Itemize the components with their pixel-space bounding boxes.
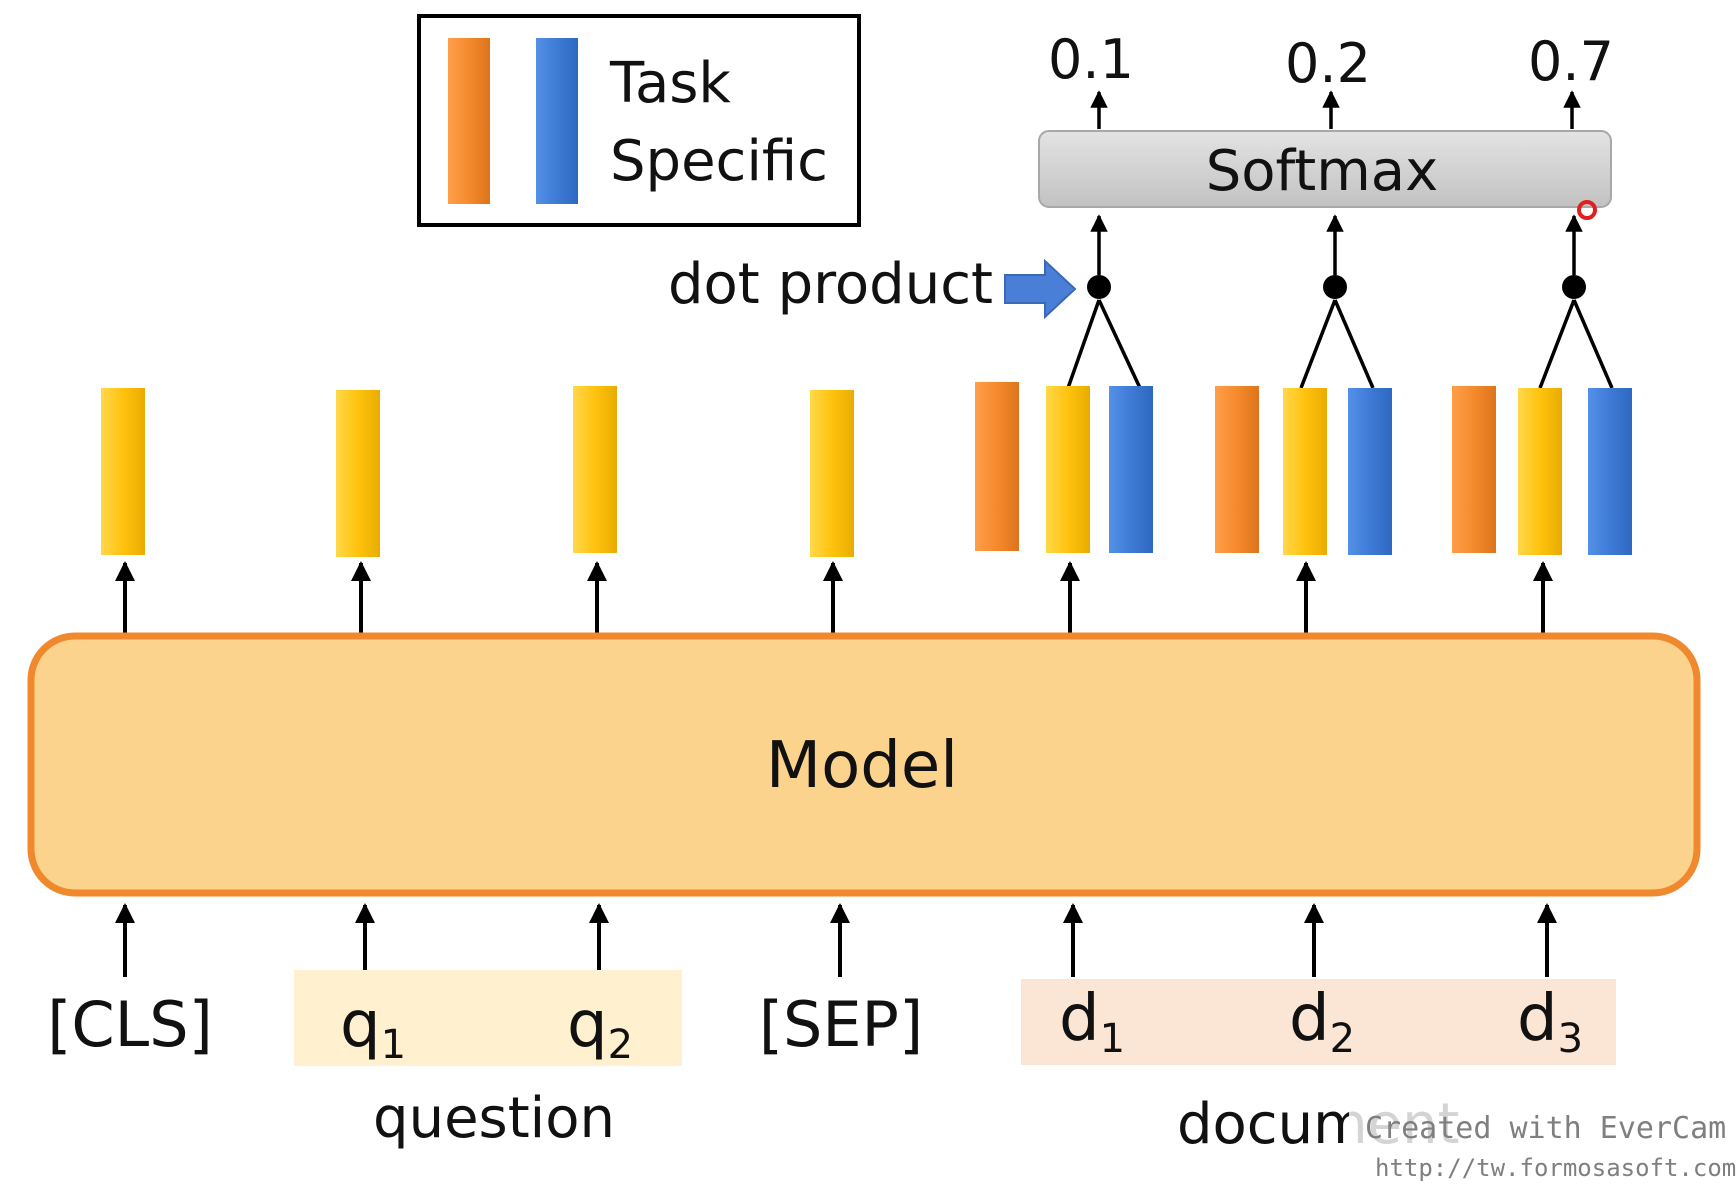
- group-label-question: question: [373, 1086, 615, 1151]
- vector-d2-start: [1215, 386, 1259, 553]
- model-input-arrows: [115, 903, 1557, 977]
- token-q1: q1: [340, 988, 406, 1068]
- watermark-backdrop: [1349, 1095, 1727, 1191]
- legend: Task Specific: [417, 14, 861, 227]
- dot-product-pointer-arrow-icon: [1004, 258, 1077, 320]
- legend-label-specific: Specific: [610, 129, 828, 194]
- watermark: Created with EverCam http://tw.formosaso…: [1349, 1095, 1736, 1191]
- token-d3: d3: [1517, 982, 1583, 1062]
- model-label: Model: [766, 729, 958, 803]
- vector-sep: [810, 390, 854, 557]
- vector-d2-end: [1348, 388, 1392, 555]
- vector-d1: [1046, 386, 1090, 553]
- model-output-arrows: [115, 561, 1553, 638]
- dot-edge: [1333, 299, 1375, 389]
- dot-product-label: dot product: [668, 252, 993, 317]
- legend-orange-swatch: [448, 38, 490, 204]
- document-highlight: [1021, 979, 1616, 1065]
- vector-d3-start: [1452, 386, 1496, 553]
- dot-edge: [1097, 299, 1142, 389]
- softmax-box: [1038, 130, 1612, 208]
- dot-edge: [1572, 299, 1614, 389]
- vector-d2: [1283, 388, 1327, 555]
- legend-blue-swatch: [536, 38, 578, 204]
- dot-node: [1087, 275, 1111, 299]
- token-d1: d1: [1059, 982, 1125, 1062]
- dot-product-group-2: [1299, 214, 1375, 389]
- vector-d1-start: [975, 382, 1019, 551]
- dot-edge: [1066, 299, 1101, 389]
- softmax-outputs: 0.1 0.2 0.7: [1048, 28, 1614, 129]
- vector-q1: [336, 390, 380, 557]
- dot-product-annotation: dot product: [668, 252, 1077, 320]
- vector-q2: [573, 386, 617, 553]
- model-box: [27, 632, 1701, 897]
- vector-d3: [1518, 388, 1562, 555]
- token-sep: [SEP]: [759, 988, 923, 1061]
- dot-edge: [1538, 299, 1576, 389]
- vector-cls: [101, 388, 145, 555]
- softmax-label: Softmax: [1206, 139, 1439, 204]
- output-prob-2: 0.2: [1285, 32, 1371, 95]
- legend-label-task: Task: [609, 51, 731, 116]
- watermark-line-1: Created with EverCam: [1365, 1111, 1726, 1146]
- token-d2: d2: [1289, 982, 1355, 1062]
- dot-node: [1323, 275, 1347, 299]
- cursor-pointer-icon: [1577, 200, 1597, 220]
- model-block: Model: [27, 632, 1701, 897]
- vector-d1-end: [1109, 386, 1153, 553]
- token-q2: q2: [567, 988, 633, 1068]
- output-prob-3: 0.7: [1528, 30, 1614, 93]
- watermark-line-2: http://tw.formosasoft.com: [1375, 1154, 1736, 1182]
- softmax-block: Softmax: [1038, 130, 1612, 208]
- output-vectors: [101, 382, 1632, 557]
- vector-d3-end: [1588, 388, 1632, 555]
- dot-edge: [1299, 299, 1337, 389]
- token-cls: [CLS]: [47, 988, 213, 1061]
- output-prob-1: 0.1: [1048, 28, 1134, 91]
- input-tokens: [CLS] q1 q2 [SEP] d1 d2 d3: [47, 982, 1583, 1068]
- question-highlight: [294, 970, 682, 1066]
- legend-frame: [417, 14, 861, 227]
- dot-node: [1562, 275, 1586, 299]
- dot-product-group-1: [1066, 214, 1142, 389]
- dot-product-group-3: [1538, 214, 1614, 389]
